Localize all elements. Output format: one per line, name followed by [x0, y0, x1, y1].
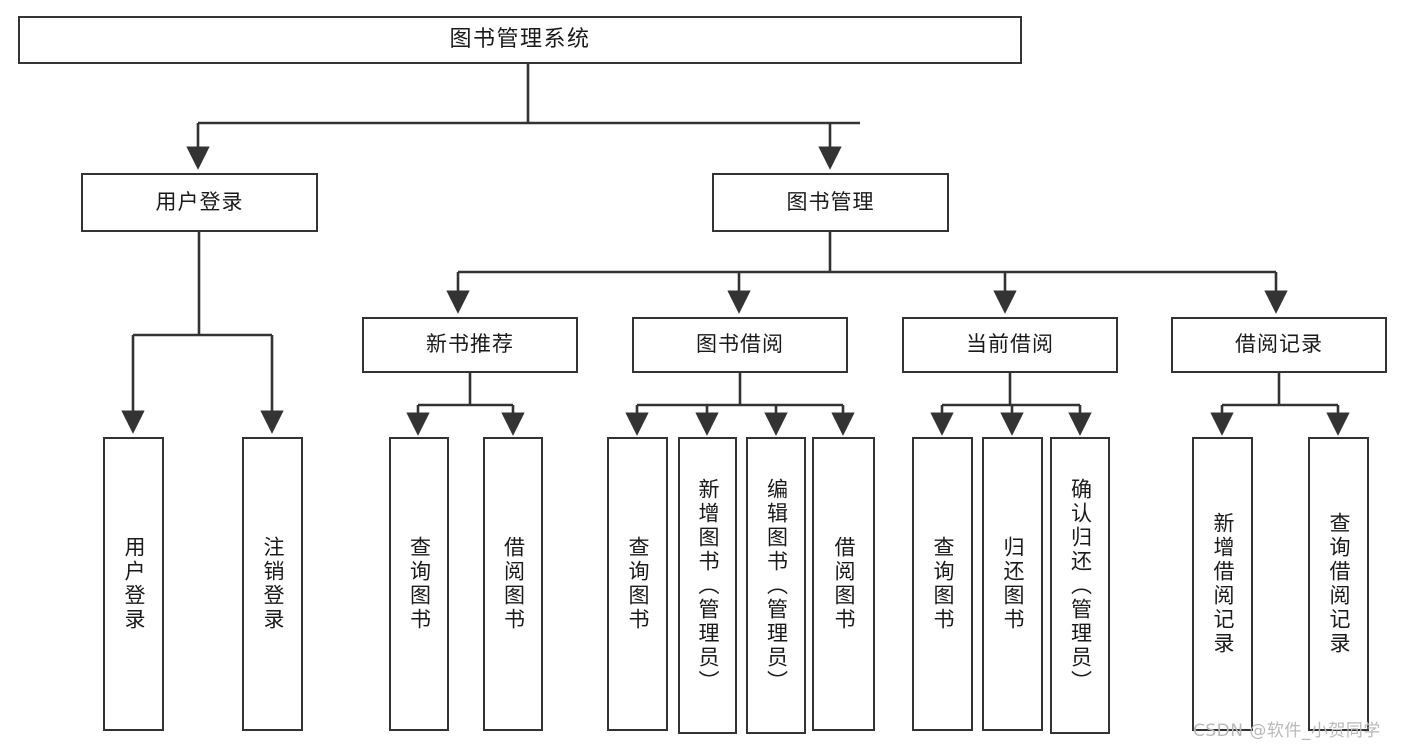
leaf-query-borrow-record[interactable]: 查询借阅记录	[1308, 437, 1369, 731]
node-label: 借阅图书	[501, 536, 526, 632]
leaf-borrow-book-nb[interactable]: 借阅图书	[483, 437, 543, 731]
node-label: 借阅记录	[1235, 332, 1323, 357]
leaf-add-book-admin[interactable]: 新增图书（管理员）	[678, 437, 737, 734]
node-label: 当前借阅	[966, 332, 1054, 357]
leaf-query-book-nb[interactable]: 查询图书	[389, 437, 449, 731]
node-label: 新增图书（管理员）	[696, 477, 720, 694]
node-new-book-recommend[interactable]: 新书推荐	[362, 317, 578, 373]
node-label: 图书管理系统	[449, 26, 591, 52]
leaf-confirm-return-admin[interactable]: 确认归还（管理员）	[1050, 437, 1110, 734]
leaf-borrow-book-bb[interactable]: 借阅图书	[812, 437, 875, 731]
node-current-borrow[interactable]: 当前借阅	[902, 317, 1118, 373]
leaf-query-book-bb[interactable]: 查询图书	[607, 437, 668, 731]
node-user-login[interactable]: 用户登录	[81, 173, 318, 232]
leaf-edit-book-admin[interactable]: 编辑图书（管理员）	[746, 437, 806, 734]
node-label: 借阅图书	[832, 536, 856, 632]
csdn-watermark: CSDN @软件_小贺同学	[1193, 721, 1381, 741]
node-label: 归还图书	[1001, 536, 1025, 632]
leaf-query-book-cb[interactable]: 查询图书	[912, 437, 973, 731]
node-book-borrow[interactable]: 图书借阅	[632, 317, 848, 373]
node-label: 查询图书	[407, 536, 432, 632]
node-label: 查询图书	[931, 536, 955, 632]
node-label: 新增借阅记录	[1211, 512, 1235, 656]
leaf-return-book[interactable]: 归还图书	[982, 437, 1043, 731]
node-label: 图书管理	[786, 189, 875, 214]
node-root-book-management-system[interactable]: 图书管理系统	[18, 16, 1022, 64]
node-label: 查询图书	[626, 536, 650, 632]
leaf-logout[interactable]: 注销登录	[242, 437, 303, 731]
node-label: 查询借阅记录	[1327, 512, 1351, 656]
node-label: 用户登录	[155, 189, 244, 214]
node-label: 编辑图书（管理员）	[764, 477, 789, 694]
leaf-add-borrow-record[interactable]: 新增借阅记录	[1192, 437, 1253, 731]
node-label: 注销登录	[261, 536, 285, 632]
node-borrow-record[interactable]: 借阅记录	[1171, 317, 1387, 373]
node-label: 图书借阅	[696, 332, 784, 357]
node-label: 用户登录	[122, 536, 146, 632]
node-label: 新书推荐	[426, 332, 514, 357]
leaf-user-login[interactable]: 用户登录	[103, 437, 164, 731]
node-book-management[interactable]: 图书管理	[712, 173, 949, 232]
node-label: 确认归还（管理员）	[1068, 477, 1093, 694]
